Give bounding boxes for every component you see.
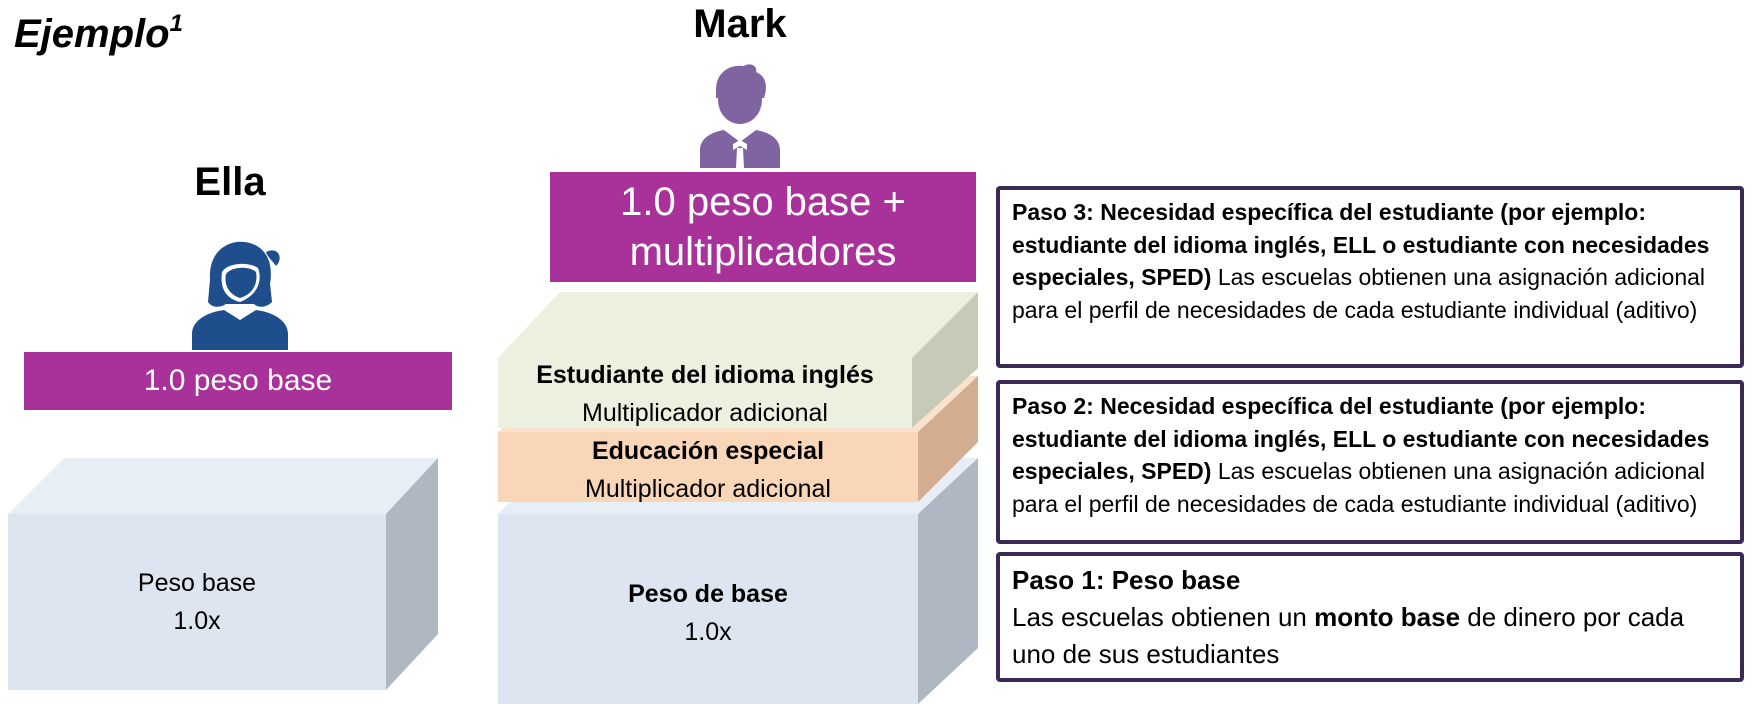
step1-box: Paso 1: Peso base Las escuelas obtienen … [996,552,1744,682]
step1-description: Las escuelas obtienen un monto base de d… [1012,602,1685,669]
male-person-icon [700,64,780,168]
mark-base-title: Peso de base [628,580,788,608]
step1-heading: Paso 1: Peso base [1012,565,1241,595]
step2-box: Paso 2: Necesidad específica del estudia… [996,380,1744,544]
mark-base-cube-label: Peso de base 1.0x [498,575,918,651]
step2-description: Las escuelas obtienen una asignación adi… [1012,458,1706,517]
female-person-icon [192,241,288,350]
mark-base-value: 1.0x [684,618,732,646]
ella-cube-title: Peso base [137,569,257,597]
page-title: Ejemplo1 [14,10,183,56]
ell-layer [498,292,978,428]
ell-subtitle: Multiplicador adicional [582,399,828,427]
step3-box: Paso 3: Necesidad específica del estudia… [996,186,1744,368]
sped-title: Educación especial [591,437,825,465]
step2-heading: Paso 2: Necesidad específica del estudia… [1012,393,1710,484]
mark-name: Mark [693,2,787,46]
mark-base-weight-band: 1.0 peso base + multiplicadores [550,172,976,282]
ella-cube-value: 1.0x [173,607,221,635]
step1-bold-term: monto base [1314,602,1461,632]
sped-layer-label: Educación especial Multiplicador adicion… [498,432,918,508]
ella-name: Ella [194,160,266,204]
title-superscript: 1 [169,10,183,37]
ell-layer-label: Estudiante del idioma inglés Multiplicad… [498,356,912,432]
step3-heading: Paso 3: Necesidad específica del estudia… [1012,199,1710,290]
mark-band-line2: multiplicadores [629,230,897,274]
mark-band-line1: 1.0 peso base + [620,180,906,224]
ell-title: Estudiante del idioma inglés [536,361,874,389]
ella-cube-label: Peso base 1.0x [8,564,386,640]
ella-base-weight-band: 1.0 peso base [24,352,452,410]
step3-description: Las escuelas obtienen una asignación adi… [1012,264,1706,323]
sped-subtitle: Multiplicador adicional [585,475,831,503]
ella-base-cube [8,458,438,690]
